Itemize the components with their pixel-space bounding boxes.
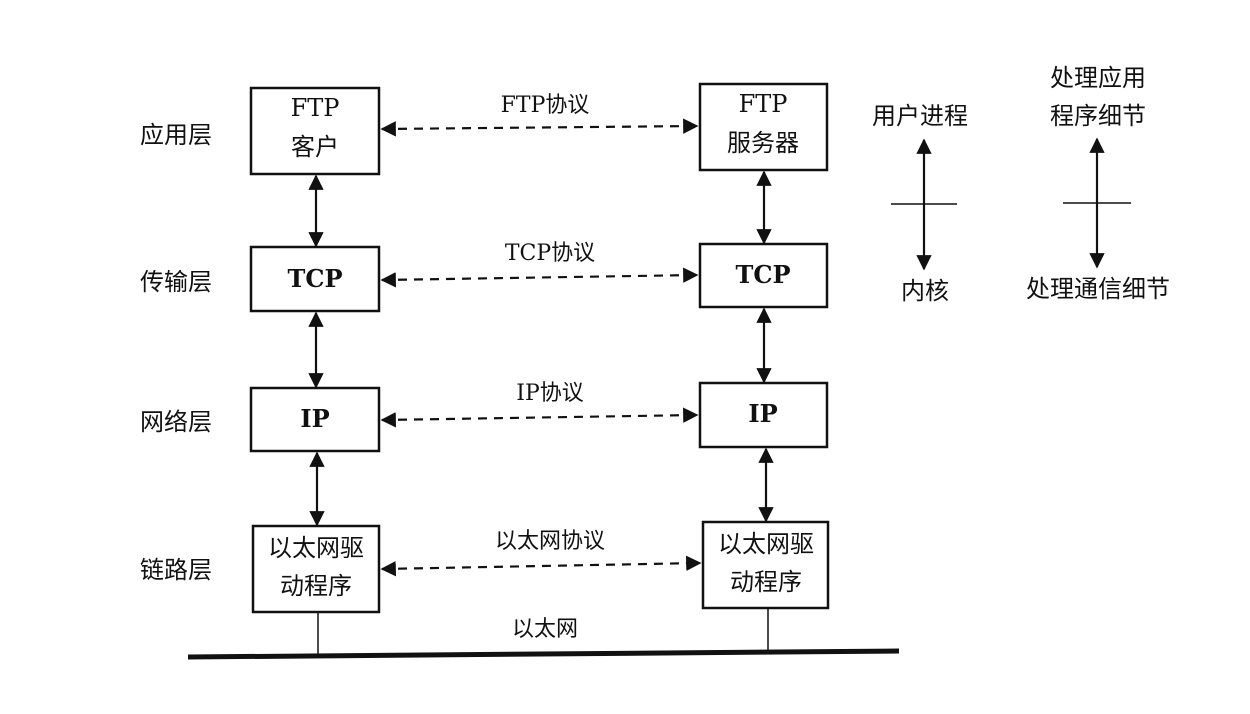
ethernet-protocol-label: 以太网协议 (495, 529, 605, 554)
ethernet-protocol-arrow (380, 555, 702, 577)
legend-app-details-line2: 程序细节 (1050, 102, 1146, 130)
client-ftp-box: FTP 客户 (249, 86, 381, 176)
client-ethernet-driver-box: 以太网驱 动程序 (251, 524, 381, 614)
layer-label-link: 链路层 (140, 556, 212, 584)
server-ip-box: IP (698, 381, 829, 449)
ip-protocol-arrow (380, 407, 699, 428)
server-link-line1: 以太网驱 (718, 530, 814, 558)
legend-app-details-line1: 处理应用 (1050, 64, 1146, 92)
server-link-line2: 动程序 (730, 568, 802, 596)
layer-label-network: 网络层 (140, 408, 212, 436)
server-ftp-line1: FTP (739, 90, 788, 118)
legend-comm-details: 处理通信细节 (1026, 275, 1170, 303)
client-link-line1: 以太网驱 (268, 534, 364, 562)
client-ftp-line1: FTP (291, 94, 340, 122)
ip-protocol-label: IP协议 (516, 381, 584, 406)
client-ip-box: IP (249, 386, 381, 453)
client-tcp-label: TCP (287, 264, 342, 293)
tcp-protocol-label: TCP协议 (505, 241, 595, 266)
ethernet-bus (187, 648, 900, 660)
server-ethernet-driver-box: 以太网驱 动程序 (701, 520, 830, 610)
legend-user-process: 用户进程 (872, 102, 968, 130)
server-ftp-box: FTP 服务器 (698, 82, 829, 172)
server-ip-label: IP (748, 399, 777, 428)
server-ftp-line2: 服务器 (727, 129, 799, 157)
client-tcp-box: TCP (249, 245, 381, 313)
ftp-protocol-arrow (380, 118, 699, 137)
server-tcp-label: TCP (735, 260, 790, 289)
client-ip-label: IP (300, 404, 329, 433)
server-tcp-box: TCP (698, 242, 829, 309)
legend-kernel: 内核 (901, 277, 949, 305)
client-link-line2: 动程序 (280, 572, 352, 600)
layer-label-transport: 传输层 (140, 268, 212, 296)
client-ftp-line2: 客户 (291, 133, 339, 161)
layer-label-application: 应用层 (140, 121, 212, 149)
ftp-protocol-label: FTP协议 (501, 93, 590, 118)
ethernet-medium-label: 以太网 (512, 617, 578, 642)
tcp-protocol-arrow (380, 267, 699, 288)
